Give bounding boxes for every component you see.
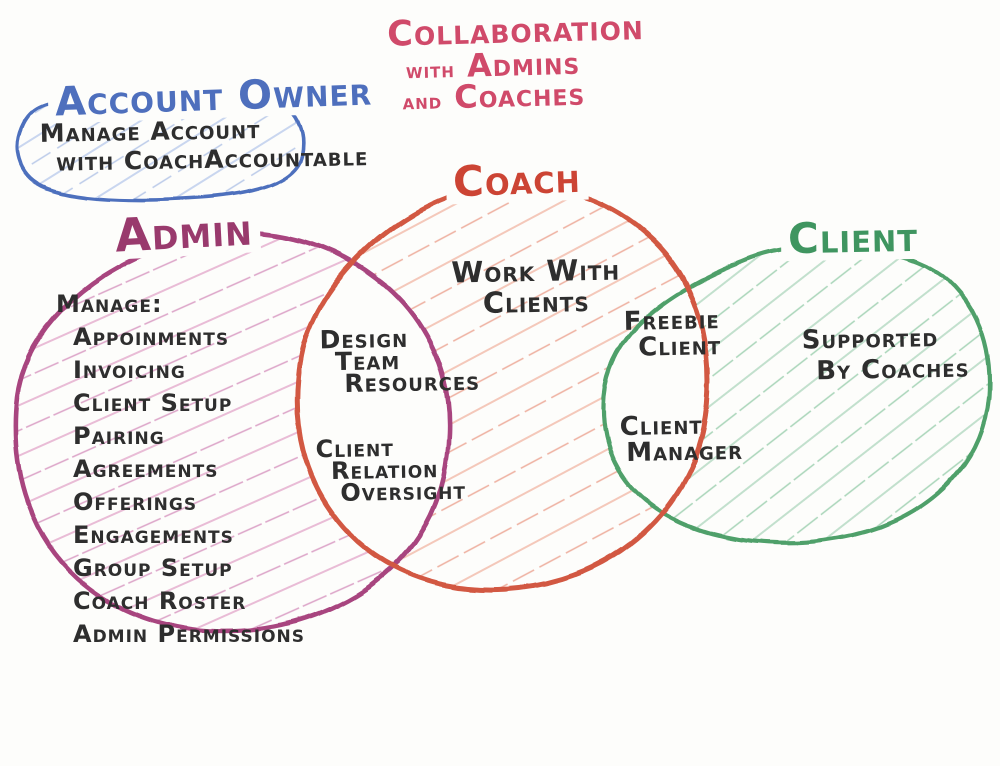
admin-circle-label: Admin: [106, 201, 261, 263]
list-item: Manage:: [56, 290, 163, 318]
list-item: Engagements: [73, 521, 234, 549]
diagram-title: Collaboration with Admins and Coaches: [387, 8, 645, 117]
list-item: Appoinments: [73, 323, 230, 351]
coach-client-overlap-text-top: Freebie Client: [623, 305, 722, 363]
list-item: Pairing: [73, 422, 165, 450]
list-item: Client Setup: [73, 389, 233, 417]
list-item: Coach Roster: [73, 587, 247, 615]
list-item: Offerings: [73, 488, 198, 516]
list-item: Invoicing: [73, 356, 186, 384]
coach-client-overlap-text-bottom: Client Manager: [619, 410, 744, 468]
client-text: Supported By Coaches: [801, 323, 970, 387]
coach-text: Work With Clients: [451, 252, 621, 320]
coach-circle-label: Coach: [445, 153, 589, 206]
list-item: Admin Permissions: [73, 620, 306, 648]
list-item: Group Setup: [73, 554, 233, 582]
admin-coach-overlap-text-top: Design Team Resources: [319, 323, 481, 398]
client-circle-label: Client: [780, 212, 926, 263]
list-item: Agreements: [73, 455, 219, 483]
admin-responsibility-list: Manage: Appoinments Invoicing Client Set…: [56, 288, 305, 651]
admin-coach-overlap-text-bottom: Client Relation Oversight: [315, 433, 467, 507]
title-line-3: and Coaches: [402, 74, 586, 117]
account-owner-text: Manage Account with CoachAccountable: [39, 115, 369, 177]
